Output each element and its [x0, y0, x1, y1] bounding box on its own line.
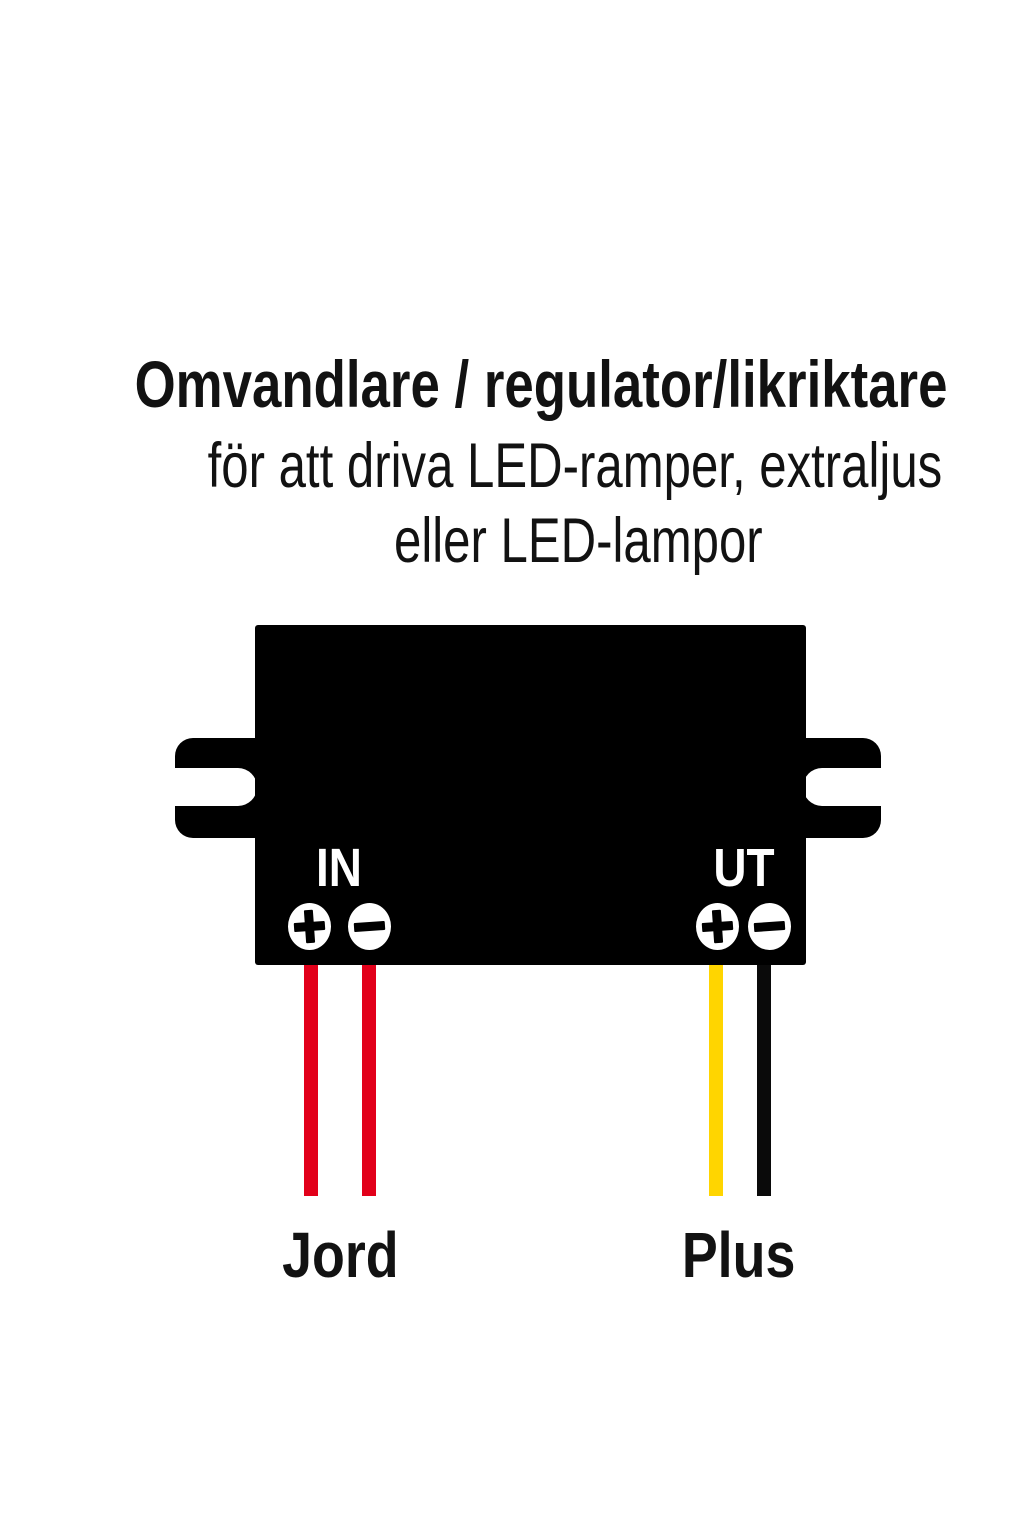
minus-icon	[346, 902, 392, 952]
mounting-slot-left	[171, 768, 257, 806]
ground-wire-label-text: Jord	[281, 1219, 399, 1291]
page-title-text: Omvandlare / regulator/likriktare	[134, 347, 948, 421]
output-port-label-text: UT	[713, 838, 775, 898]
minus-icon	[746, 902, 792, 952]
plus-icon	[286, 902, 332, 952]
mounting-flange-right	[801, 738, 887, 838]
input-port-label: IN	[259, 841, 419, 895]
output-minus-terminal	[748, 903, 791, 950]
output-minus-wire	[757, 950, 771, 1196]
subtitle-line-2: eller LED-lampor	[66, 507, 1024, 576]
ground-wire-label: Jord	[230, 1220, 450, 1290]
title-block: Omvandlare / regulator/likriktare för at…	[0, 348, 1024, 576]
input-plus-terminal	[288, 903, 331, 950]
plus-wire-label: Plus	[629, 1220, 849, 1290]
input-minus-wire	[362, 950, 376, 1196]
mounting-slot-right	[803, 768, 887, 806]
subtitle-line-1: för att driva LED-ramper, extraljus	[63, 426, 1024, 507]
plus-wire-label-text: Plus	[682, 1219, 796, 1291]
input-port-label-text: IN	[316, 838, 362, 898]
output-plus-terminal	[696, 903, 739, 950]
output-plus-wire	[709, 950, 723, 1196]
plus-icon	[694, 902, 740, 952]
page-title: Omvandlare / regulator/likriktare	[29, 348, 1024, 420]
input-minus-terminal	[348, 903, 391, 950]
subtitle-line-1-text: för att driva LED-ramper, extraljus	[207, 431, 943, 501]
input-plus-wire	[304, 950, 318, 1196]
output-port-label: UT	[664, 841, 824, 895]
mounting-flange-left	[171, 738, 260, 838]
subtitle-line-2-text: eller LED-lampor	[393, 506, 763, 576]
